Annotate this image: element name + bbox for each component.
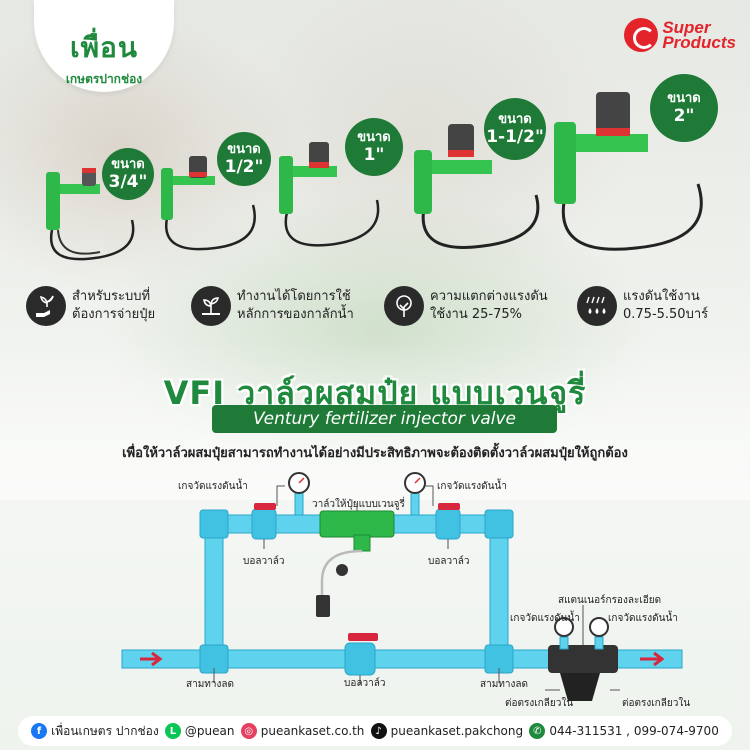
- logo-line1: เพื่อน: [70, 31, 138, 64]
- footer-facebook[interactable]: f เพื่อนเกษตร ปากช่อง: [31, 722, 159, 741]
- venturi-valve-2-image: [554, 92, 703, 251]
- logo: เพื่อน เกษตรปากช่อง: [34, 0, 174, 92]
- ball-valve-label-right: บอลวาล์ว: [428, 556, 470, 567]
- gauge-label-left: เกจวัดแรงดันน้ำ: [178, 481, 248, 492]
- rain-drops-icon: [577, 286, 617, 326]
- flow-arrow-icon: [140, 651, 163, 667]
- strainer-label: สแตนเนอร์กรองละเอียด: [558, 595, 662, 606]
- footer-phone[interactable]: ✆ 044-311531 , 099-074-9700: [529, 723, 719, 739]
- flow-arrow-icon: [640, 651, 665, 667]
- gauge-filter-label-right: เกจวัดแรงดันน้ำ: [608, 613, 678, 624]
- gauge-filter-label-left: เกจวัดแรงดันน้ำ: [510, 613, 580, 624]
- tree-icon: [384, 286, 424, 326]
- facebook-icon: f: [31, 723, 48, 739]
- coupler-label-right: ต่อตรงเกลียวใน: [622, 698, 691, 709]
- venturi-valve-1-1-2-image: [414, 124, 540, 249]
- tee-label-right: สามทางลด: [480, 679, 529, 690]
- feature-item: สำหรับระบบที่ ต้องการจ่ายปุ๋ย: [26, 286, 155, 326]
- venturi-label: วาล์วให้ปุ๋ยแบบเวนจูรี่: [312, 499, 405, 510]
- venturi-valve-1-image: [279, 142, 380, 247]
- feature-text: ความแตกต่างแรงดัน ใช้งาน 25-75%: [430, 289, 548, 322]
- ball-valve-label-bottom: บอลวาล์ว: [344, 678, 386, 689]
- line-icon: L: [164, 723, 181, 739]
- venturi-valve-3-4-image: [46, 168, 135, 261]
- sprout-soil-icon: [191, 286, 231, 326]
- brand-swirl-icon: [624, 18, 659, 52]
- feature-text: สำหรับระบบที่ ต้องการจ่ายปุ๋ย: [72, 289, 156, 322]
- phone-icon: ✆: [529, 723, 546, 739]
- footer-tiktok[interactable]: ♪ pueankaset.pakchong: [370, 723, 523, 739]
- page-subtitle: Ventury fertilizer injector valve: [212, 405, 557, 433]
- website-icon: ◎: [240, 723, 257, 739]
- footer-website[interactable]: ◎ pueankaset.co.th: [240, 723, 364, 739]
- feature-item: ความแตกต่างแรงดัน ใช้งาน 25-75%: [384, 286, 548, 326]
- gauge-label-right: เกจวัดแรงดันน้ำ: [437, 481, 507, 492]
- venturi-valve-1-2-image: [161, 156, 256, 251]
- footer-line[interactable]: L @puean: [164, 723, 235, 739]
- tiktok-icon: ♪: [370, 723, 387, 739]
- brand-logo: Super Products: [624, 18, 736, 52]
- feature-text: แรงดันใช้งาน 0.75-5.50บาร์: [623, 289, 709, 322]
- ball-valve-label-left: บอลวาล์ว: [243, 556, 285, 567]
- feature-item: แรงดันใช้งาน 0.75-5.50บาร์: [577, 286, 708, 326]
- tee-label-left: สามทางลด: [186, 679, 235, 690]
- description: เพื่อให้วาล์วผสมปุ๋ยสามารถทำงานได้อย่างม…: [122, 446, 628, 461]
- brand-line1: Super: [662, 18, 711, 37]
- contact-footer: f เพื่อนเกษตร ปากช่อง L @puean ◎ pueanka…: [18, 716, 732, 746]
- logo-line2: เกษตรปากช่อง: [65, 72, 143, 86]
- installation-diagram: [121, 472, 683, 701]
- coupler-label-left: ต่อตรงเกลียวใน: [505, 698, 574, 709]
- hand-plant-icon: [26, 286, 66, 326]
- brand-line2: Products: [662, 33, 736, 52]
- feature-text: ทำงานได้โดยการใช้ หลักการของกาลักน้ำ: [237, 289, 354, 322]
- feature-item: ทำงานได้โดยการใช้ หลักการของกาลักน้ำ: [191, 286, 354, 326]
